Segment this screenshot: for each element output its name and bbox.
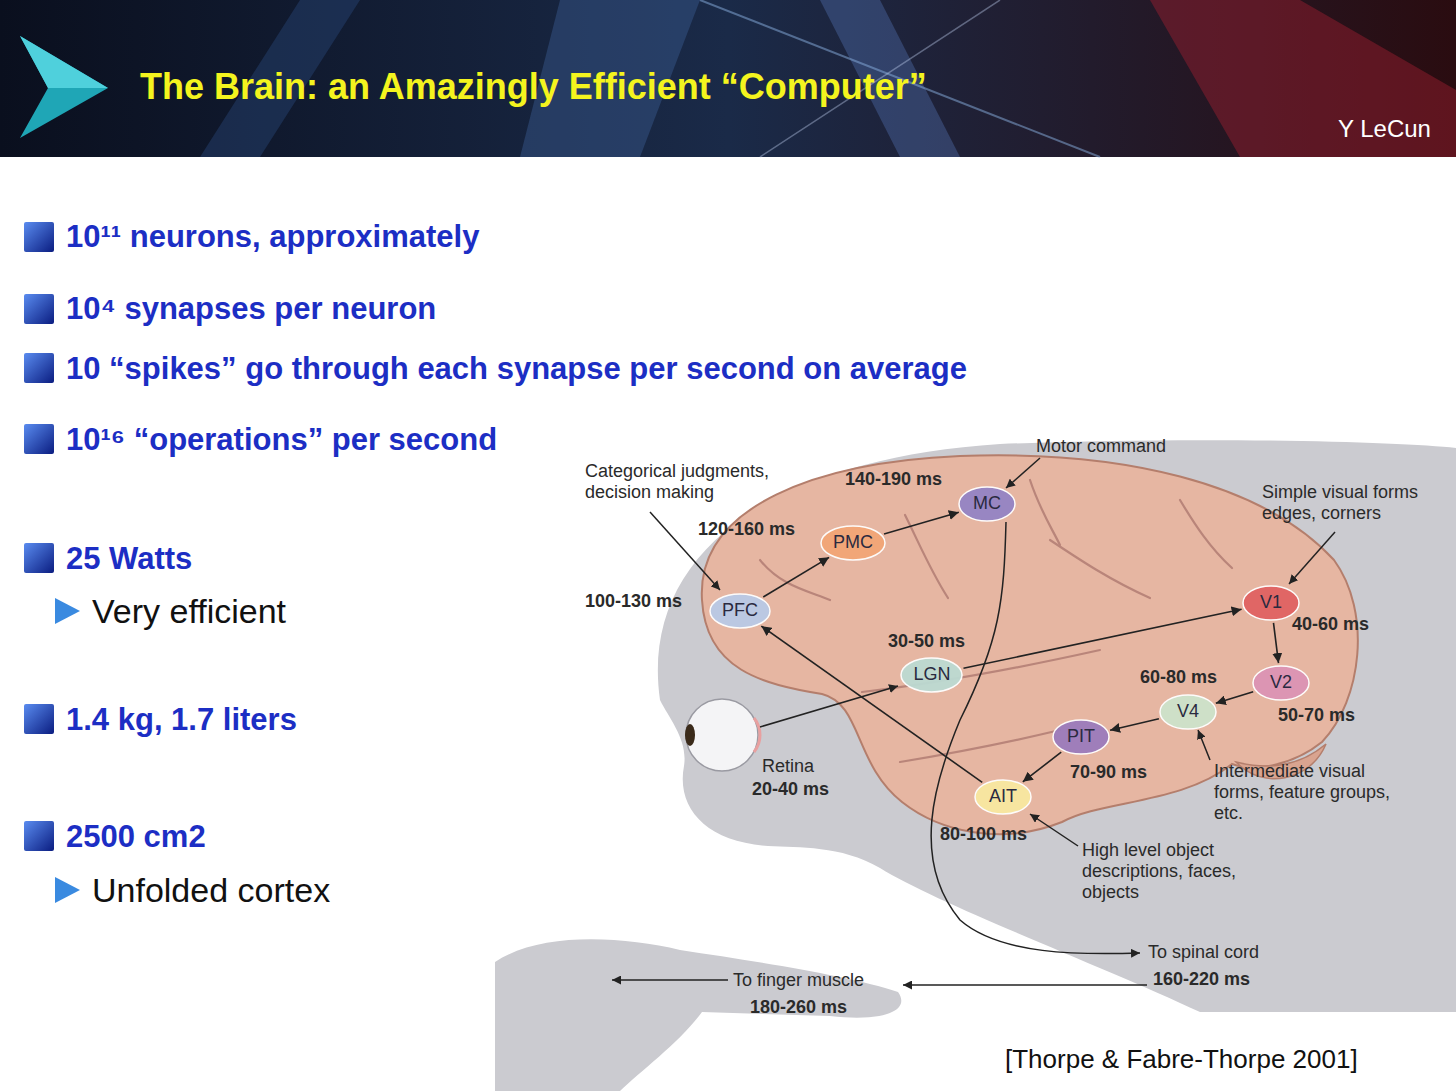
area-name: LGN: [913, 664, 950, 686]
latency-label: 40-60 ms: [1292, 614, 1369, 635]
latency-label: 120-160 ms: [698, 519, 795, 540]
author-name: Y LeCun: [1338, 115, 1431, 143]
eye: [685, 699, 760, 771]
header-banner: [0, 0, 1456, 157]
latency-label: 20-40 ms: [752, 779, 829, 800]
area-name: V4: [1177, 701, 1199, 723]
fact-text: 10⁴ synapses per neuron: [66, 291, 436, 328]
signal-arrow: [763, 557, 829, 597]
latency-label: 60-80 ms: [1140, 667, 1217, 688]
area-name: AIT: [989, 786, 1017, 808]
hand-silhouette: [495, 939, 901, 1091]
latency-label: 180-260 ms: [750, 997, 847, 1018]
area-name: PFC: [722, 600, 758, 622]
brain-area: PMC: [820, 525, 886, 561]
signal-arrow: [761, 626, 982, 782]
callout-text: Categorical judgments, decision making: [585, 461, 815, 503]
latency-label: 140-190 ms: [845, 469, 942, 490]
sub-bullet-icons: [55, 598, 80, 903]
head-silhouette: [658, 440, 1456, 1012]
brain-area: AIT: [974, 779, 1032, 815]
signal-arrow: [1273, 623, 1278, 663]
brain-area: MC: [958, 486, 1016, 522]
latency-label: 160-220 ms: [1153, 969, 1250, 990]
brain-folds: [760, 480, 1232, 762]
callout-text: Motor command: [1036, 436, 1166, 457]
callout-text: To spinal cord: [1148, 942, 1259, 963]
fact-text: 25 Watts: [66, 541, 192, 578]
area-name: PIT: [1067, 726, 1095, 748]
callout-text: High level object descriptions, faces, o…: [1082, 840, 1252, 904]
sub-fact: Very efficient: [92, 591, 286, 631]
signal-arrow: [1216, 692, 1253, 704]
latency-label: 80-100 ms: [940, 824, 1027, 845]
slide-title: The Brain: an Amazingly Efficient “Compu…: [140, 66, 927, 108]
brain-area: LGN: [900, 657, 963, 693]
bullet-icons: [24, 222, 54, 851]
fact-text: 2500 cm2: [66, 819, 206, 856]
area-name: MC: [973, 493, 1001, 515]
signal-arrow: [1110, 719, 1159, 730]
part-name: Retina: [762, 756, 814, 777]
fact-text: 10¹⁶ “operations” per second: [66, 422, 497, 459]
citation: [Thorpe & Fabre-Thorpe 2001]: [1005, 1044, 1358, 1075]
latency-label: 70-90 ms: [1070, 762, 1147, 783]
fact-text: 1.4 kg, 1.7 liters: [66, 702, 297, 739]
signal-arrow: [963, 609, 1241, 668]
brain-area: V2: [1252, 665, 1310, 701]
sub-fact: Unfolded cortex: [92, 870, 330, 910]
brain-area: PFC: [709, 593, 771, 629]
callout-text: Intermediate visual forms, feature group…: [1214, 761, 1404, 825]
brain-area: V4: [1159, 694, 1217, 730]
callout-text: Simple visual forms edges, corners: [1262, 482, 1448, 524]
brain-area: V1: [1242, 585, 1300, 621]
fact-text: 10¹¹ neurons, approximately: [66, 219, 479, 256]
area-name: PMC: [833, 532, 873, 554]
brain-area: PIT: [1052, 719, 1110, 755]
signal-arrow: [1023, 752, 1061, 782]
signal-arrow: [884, 512, 959, 534]
latency-label: 50-70 ms: [1278, 705, 1355, 726]
leader-lines: [612, 458, 1335, 985]
latency-label: 100-130 ms: [585, 591, 682, 612]
latency-label: 30-50 ms: [888, 631, 965, 652]
area-name: V2: [1270, 672, 1292, 694]
area-name: V1: [1260, 592, 1282, 614]
callout-text: To finger muscle: [733, 970, 864, 991]
fact-text: 10 “spikes” go through each synapse per …: [66, 351, 967, 388]
